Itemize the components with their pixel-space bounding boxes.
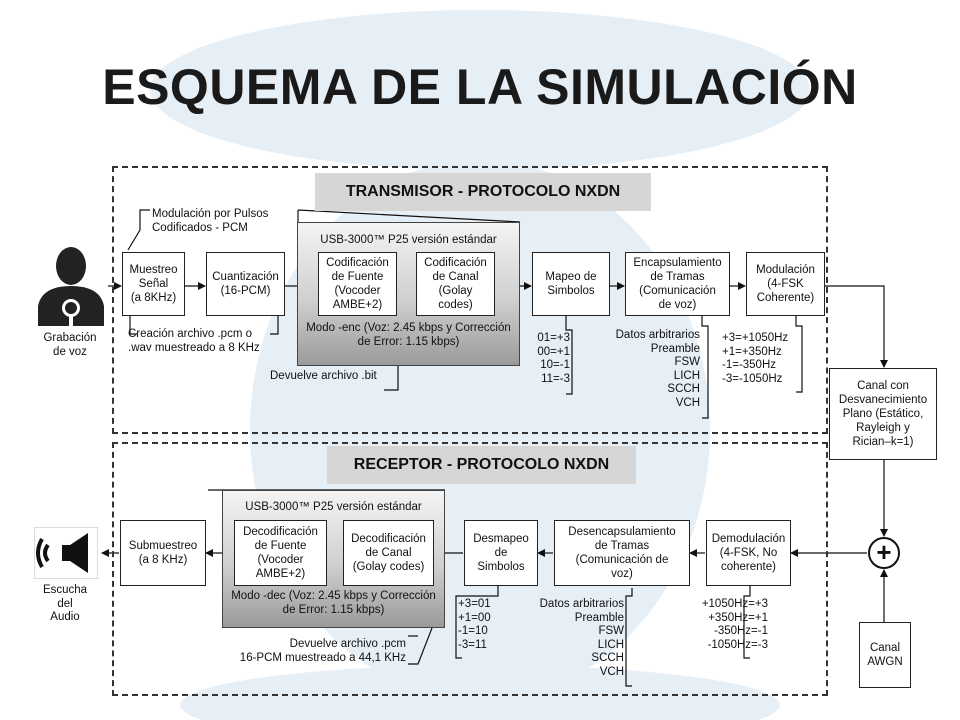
grabacion-label: Grabación de voz [43,332,97,358]
encapsulamiento-block: Encapsulamiento de Tramas (Comunicación … [625,252,730,316]
rx-section-header: RECEPTOR - PROTOCOLO NXDN [327,446,636,484]
dec-fuente-block: Decodificación de Fuente (Vocoder AMBE+2… [234,520,327,586]
rx-section-frame [112,442,828,696]
rx-usb-title: USB-3000™ P25 versión estándar [245,501,422,513]
sum-symbol: + [876,537,892,567]
mapeo-block: Mapeo de Simbolos [532,252,610,316]
cod-canal-block: Codificación de Canal (Golay codes) [416,252,495,316]
cod-fuente-block: Codificación de Fuente (Vocoder AMBE+2) [318,252,397,316]
tx-section-header: TRANSMISOR - PROTOCOLO NXDN [315,173,651,211]
submuestreo-block: Submuestreo (a 8 KHz) [120,520,206,586]
canal-desvanecimiento-block: Canal con Desvanecimiento Plano (Estátic… [829,368,937,460]
audio-speaker-icon [34,527,98,579]
desmapeo-list: +3=01 +1=00 -1=10 -3=11 [458,598,491,651]
modo-enc-note: Modo -enc (Voz: 2.45 kbps y Corrección d… [306,322,511,348]
rx-tramas-list: Datos arbitrarios Preamble FSW LICH SCCH… [539,598,624,678]
sum-node [868,537,900,569]
creacion-note: Creación archivo .pcm o .wav muestreado … [128,328,260,354]
demod-list: +1050Hz=+3 +350Hz=+1 -350Hz=-1 -1050Hz=-… [701,598,768,651]
pcm-note: Modulación por Pulsos Codificados - PCM [152,208,269,234]
cuantizacion-block: Cuantización (16-PCM) [206,252,285,316]
speaker-person-icon [38,247,104,326]
modulacion-block: Modulación (4-FSK Coherente) [746,252,825,316]
page-title: ESQUEMA DE LA SIMULACIÓN [102,59,858,115]
tx-section-frame [112,166,828,434]
modo-dec-note: Modo -dec (Voz: 2.45 kbps y Corrección d… [231,590,436,616]
muestreo-block: Muestreo Señal (a 8KHz) [122,252,185,316]
devuelve-bit-note: Devuelve archivo .bit [270,370,377,382]
mapeo-list: 01=+3 00=+1 10=-1 11=-3 [537,332,570,385]
demodulacion-block: Demodulación (4-FSK, No coherente) [706,520,791,586]
tx-usb-title: USB-3000™ P25 versión estándar [320,234,497,246]
tx-tramas-list: Datos arbitrarios Preamble FSW LICH SCCH… [615,329,700,409]
awgn-block: Canal AWGN [859,622,911,688]
dec-canal-block: Decodificación de Canal (Golay codes) [343,520,434,586]
mod-list: +3=+1050Hz +1=+350Hz -1=-350Hz -3=-1050H… [722,332,789,385]
escucha-label: Escucha del Audio [42,584,88,623]
desencapsulamiento-block: Desencapsulamiento de Tramas (Comunicaci… [554,520,690,586]
desmapeo-block: Desmapeo de Simbolos [464,520,538,586]
devuelve-pcm-note: Devuelve archivo .pcm 16-PCM muestreado … [239,638,406,664]
